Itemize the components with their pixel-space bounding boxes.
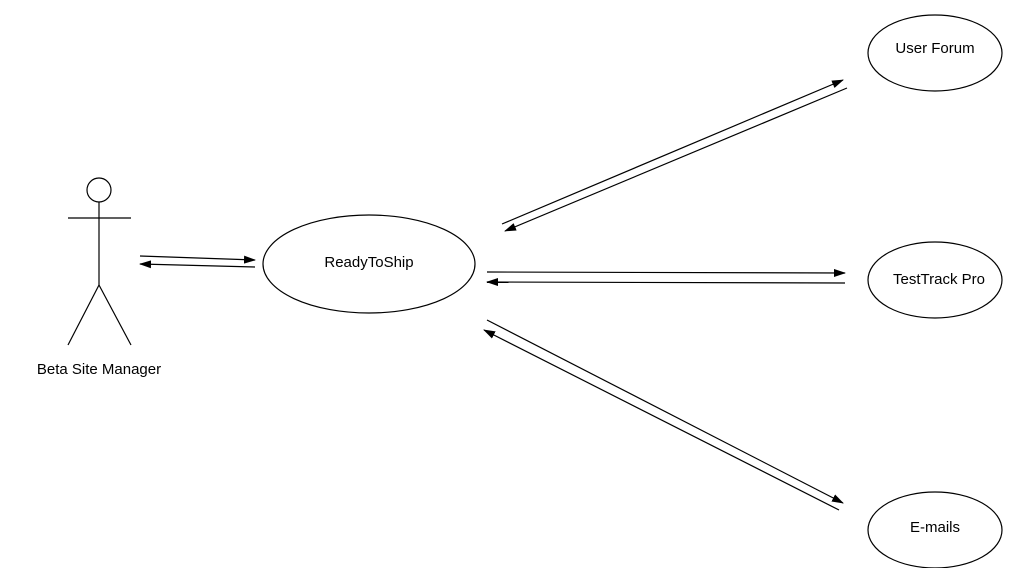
arrow-user-forum-to-readytoship: [504, 87, 848, 232]
emails-ellipse: [867, 491, 1003, 568]
actor-left-leg: [67, 284, 100, 346]
actor-right-leg: [98, 284, 132, 346]
use-case-ellipse: [262, 214, 476, 314]
user-forum-ellipse: [867, 14, 1003, 92]
arrow-readytoship-to-actor: [139, 260, 256, 269]
testtrack-pro-ellipse: [867, 241, 1003, 319]
actor-label: Beta Site Manager: [37, 361, 161, 378]
arrow-testtrack-pro-to-readytoship: [486, 278, 846, 287]
user-forum-label: User Forum: [895, 40, 974, 57]
actor-head: [86, 177, 112, 203]
testtrack-pro-label: TestTrack Pro: [893, 271, 985, 288]
system-testtrack-pro[interactable]: TestTrack Pro: [867, 241, 1003, 319]
arrow-readytoship-to-user-forum: [501, 79, 844, 225]
system-user-forum[interactable]: User Forum: [867, 14, 1003, 92]
arrow-emails-to-readytoship: [483, 329, 840, 511]
actor-beta-site-manager[interactable]: Beta Site Manager: [37, 177, 161, 378]
arrow-actor-to-readytoship: [139, 255, 256, 264]
system-emails[interactable]: E-mails: [867, 491, 1003, 568]
arrow-readytoship-to-emails: [486, 319, 844, 504]
use-case-label: ReadyToShip: [324, 254, 413, 271]
use-case-readytoship[interactable]: ReadyToShip: [262, 214, 476, 314]
arrow-readytoship-to-testtrack-pro: [486, 268, 846, 277]
emails-label: E-mails: [910, 519, 960, 536]
